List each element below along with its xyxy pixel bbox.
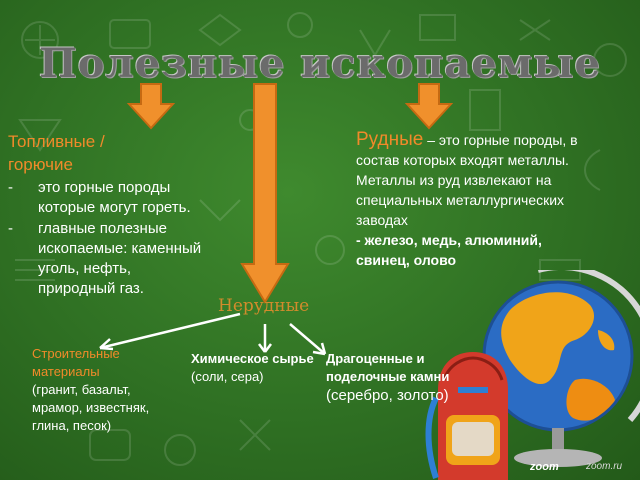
fuel-heading-line1: Топливные / xyxy=(8,132,105,151)
building-materials: Строительные материалы (гранит, базальт,… xyxy=(32,345,182,435)
ore-text: – это горные породы, в состав которых вх… xyxy=(356,132,578,228)
gems-text: (серебро, золото) xyxy=(326,387,449,404)
fuel-list: это горные породы которые могут гореть. … xyxy=(8,178,208,300)
slide-title: Полезные ископаемые xyxy=(39,40,601,87)
fuel-heading-line2: горючие xyxy=(8,155,73,174)
down-arrow-icon xyxy=(127,83,175,130)
list-item: это горные породы которые могут гореть. xyxy=(8,178,208,218)
backpack-icon xyxy=(425,352,508,480)
building-text: (гранит, базальт, мрамор, известняк, гли… xyxy=(32,382,150,433)
ore-examples: - железо, медь, алюминий, свинец, олово xyxy=(356,232,542,268)
chemical-raw: Химическое сырье (соли, сера) xyxy=(191,350,316,386)
building-heading: Строительные материалы xyxy=(32,346,120,379)
ore-heading: Рудные xyxy=(356,129,424,150)
ore-block: Рудные – это горные породы, в состав кот… xyxy=(356,130,581,270)
brand-site: zoom.ru xyxy=(586,461,623,472)
chemical-text: (соли, сера) xyxy=(191,369,264,384)
fuel-heading: Топливные / горючие xyxy=(8,130,188,176)
nonmetal-label: Нерудные xyxy=(218,296,310,316)
down-arrow-icon xyxy=(240,83,290,304)
gems-heading: Драгоценные и поделочные камни xyxy=(326,351,450,384)
gems: Драгоценные и поделочные камни (серебро,… xyxy=(326,350,456,406)
branch-arrows xyxy=(99,312,327,356)
brand-logo: zoom xyxy=(530,461,559,473)
down-arrow-icon xyxy=(405,83,453,130)
chemical-heading: Химическое сырье xyxy=(191,351,314,366)
list-item: главные полезные ископаемые: каменный уг… xyxy=(8,219,208,299)
